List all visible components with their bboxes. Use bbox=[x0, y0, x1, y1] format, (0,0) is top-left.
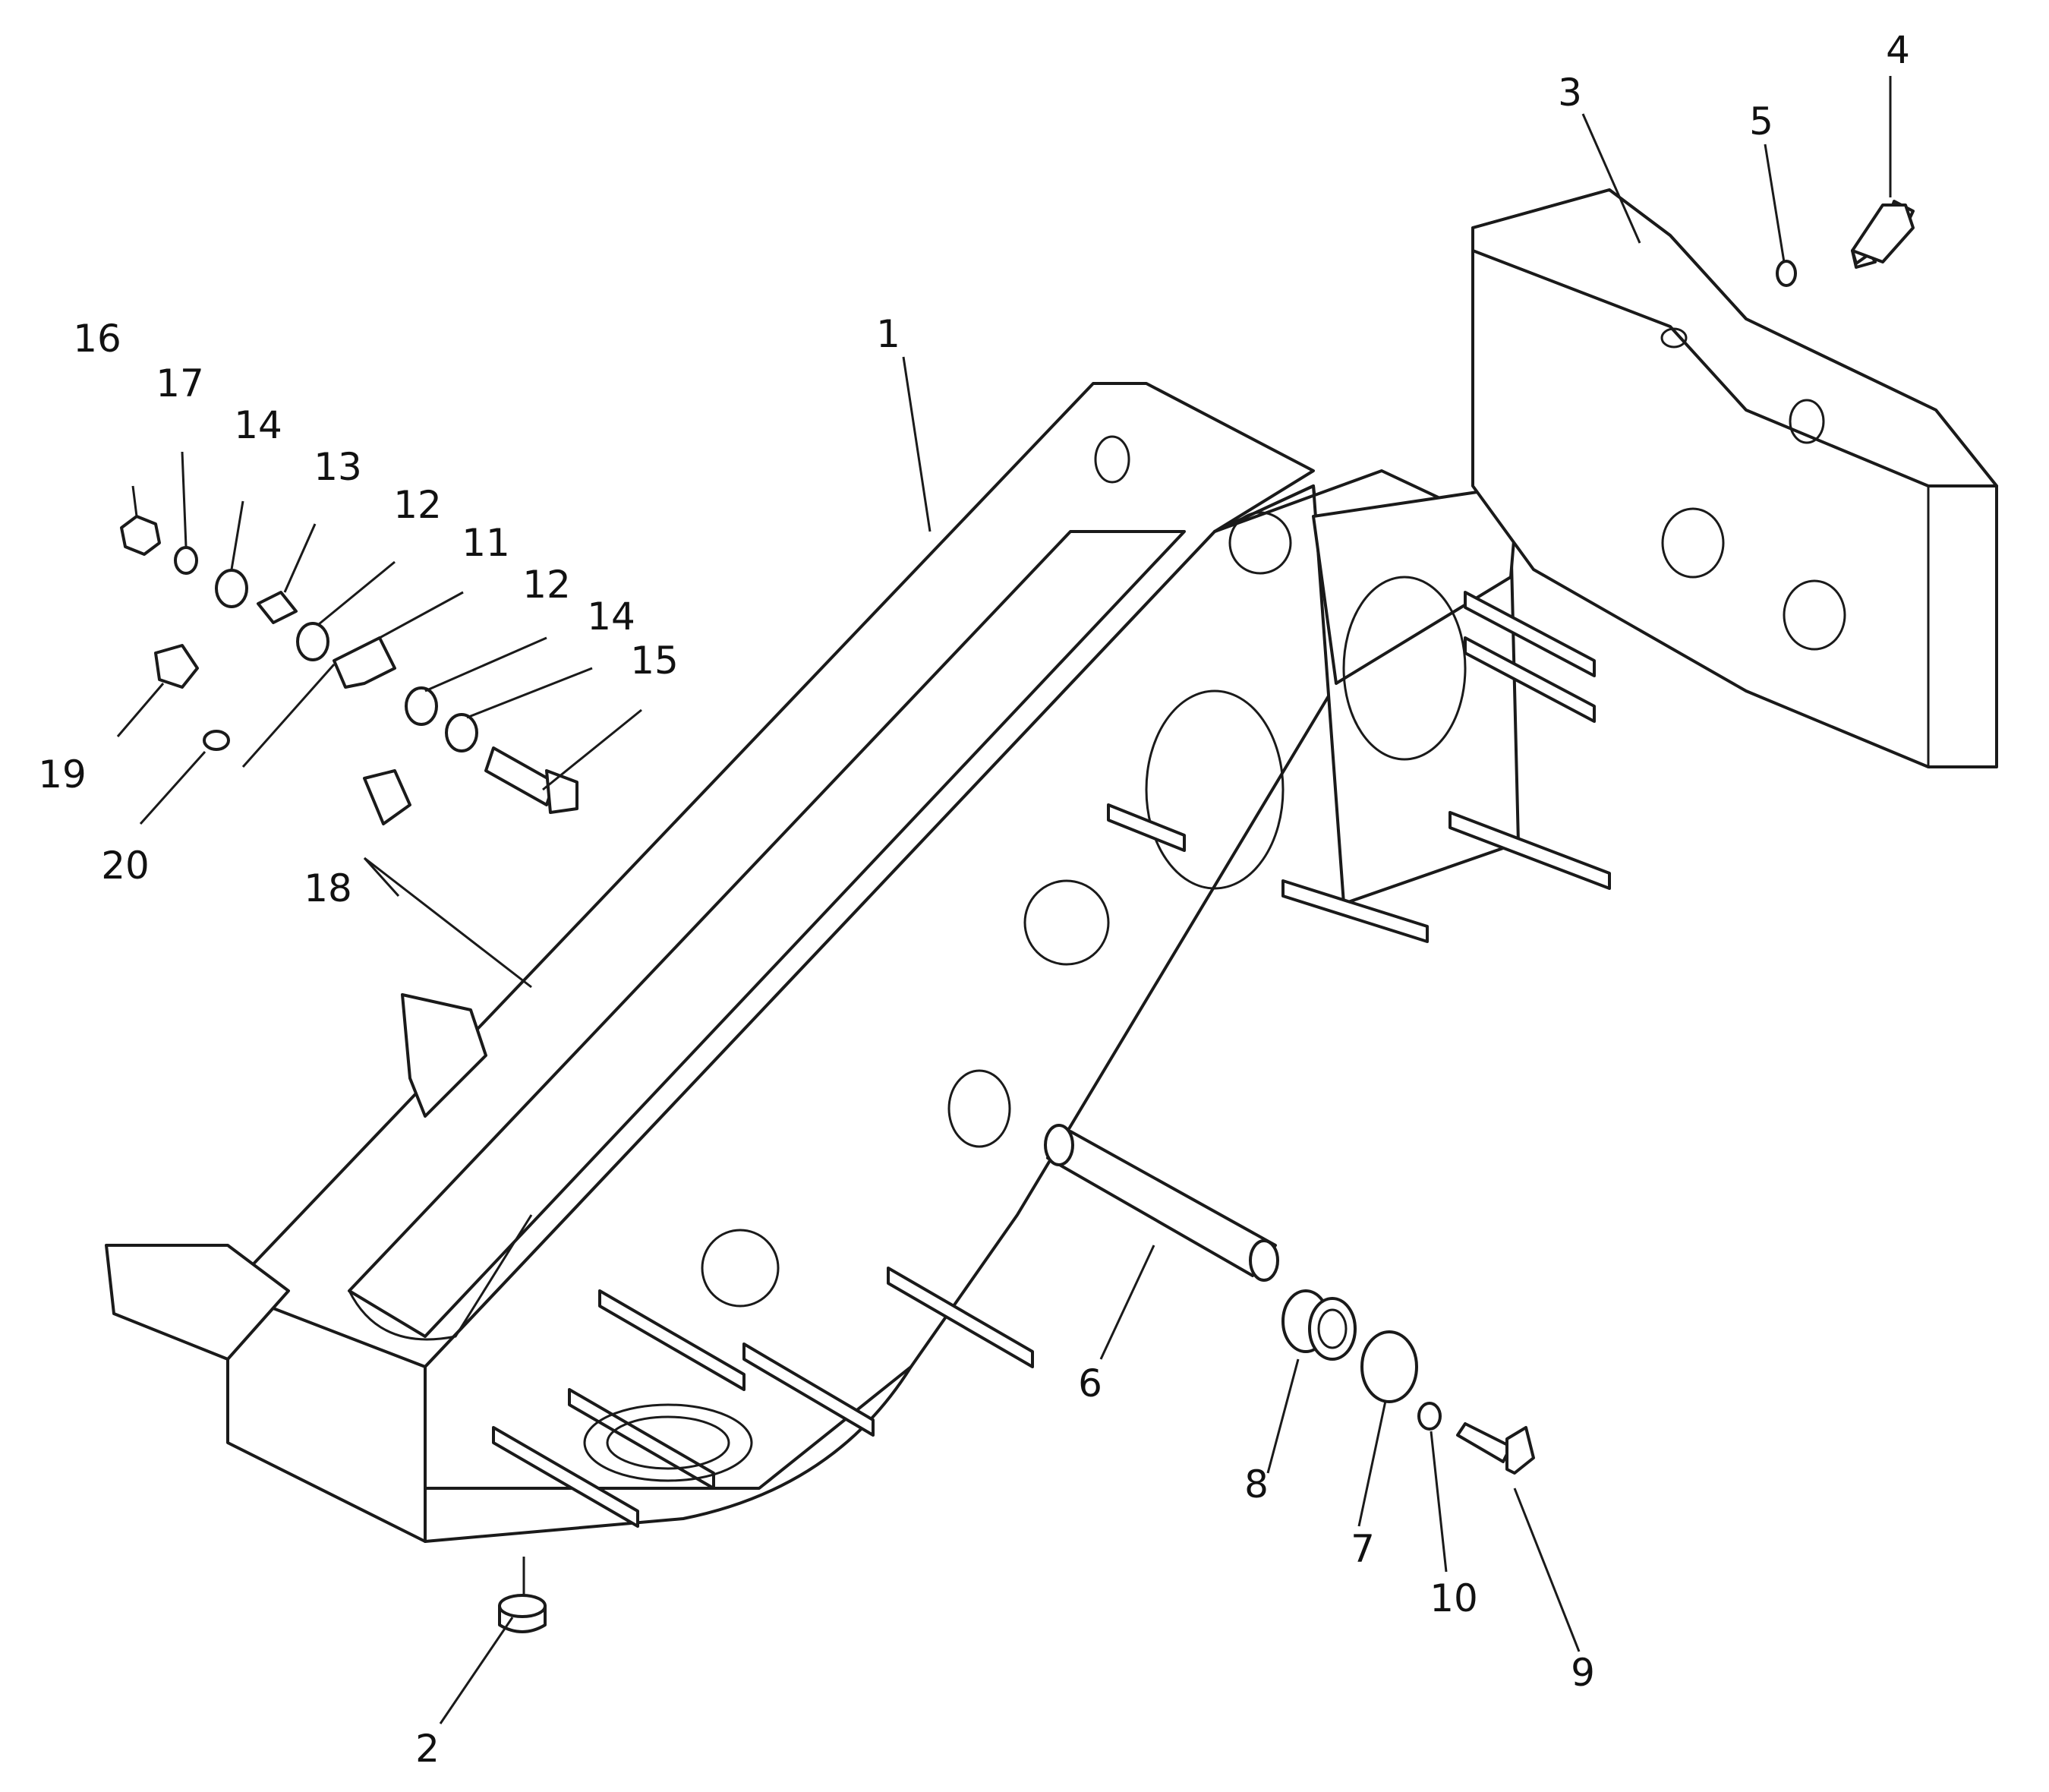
callout-18: 18 bbox=[304, 866, 352, 910]
callout-1: 1 bbox=[876, 312, 900, 356]
main-frame bbox=[105, 382, 1611, 1543]
bolt bbox=[154, 644, 199, 689]
bushing bbox=[296, 622, 329, 661]
callout-19: 19 bbox=[38, 752, 87, 797]
callout-9: 9 bbox=[1571, 1651, 1595, 1695]
leader-lines bbox=[116, 76, 1892, 1724]
callout-20: 20 bbox=[101, 844, 150, 888]
callout-11: 11 bbox=[462, 521, 510, 565]
callout-13: 13 bbox=[314, 445, 362, 489]
callout-4: 4 bbox=[1886, 28, 1910, 72]
callout-15: 15 bbox=[630, 639, 679, 683]
callout-3: 3 bbox=[1558, 71, 1582, 115]
plug bbox=[498, 1594, 547, 1633]
callout-6: 6 bbox=[1078, 1361, 1102, 1406]
bracket bbox=[333, 636, 396, 689]
callout-10: 10 bbox=[1430, 1576, 1478, 1620]
callout-7: 7 bbox=[1351, 1527, 1375, 1571]
bushing bbox=[405, 686, 438, 726]
callout-12: 12 bbox=[393, 483, 442, 527]
bolt bbox=[484, 746, 556, 806]
callout-2: 2 bbox=[415, 1727, 440, 1771]
callout-5: 5 bbox=[1749, 99, 1773, 144]
clip bbox=[363, 769, 411, 825]
nut bbox=[120, 515, 161, 556]
washer bbox=[174, 546, 198, 575]
callout-17: 17 bbox=[156, 361, 204, 405]
bushing bbox=[445, 713, 478, 752]
plate bbox=[1360, 1330, 1418, 1403]
shim bbox=[1308, 1297, 1357, 1361]
bolt-head bbox=[545, 769, 578, 814]
washer bbox=[1417, 1402, 1442, 1431]
callout-8: 8 bbox=[1244, 1462, 1269, 1506]
bolt bbox=[1456, 1422, 1535, 1475]
callout-16: 16 bbox=[73, 317, 121, 361]
bolt-head bbox=[1851, 203, 1915, 263]
collar bbox=[257, 591, 298, 624]
washer bbox=[203, 730, 230, 751]
pin bbox=[1044, 1124, 1279, 1282]
callout-14: 14 bbox=[587, 595, 635, 639]
callout-12: 12 bbox=[522, 563, 571, 607]
callout-14: 14 bbox=[234, 403, 282, 447]
washer bbox=[1776, 260, 1797, 287]
bushing bbox=[215, 569, 248, 608]
counterweight bbox=[1471, 188, 1998, 769]
